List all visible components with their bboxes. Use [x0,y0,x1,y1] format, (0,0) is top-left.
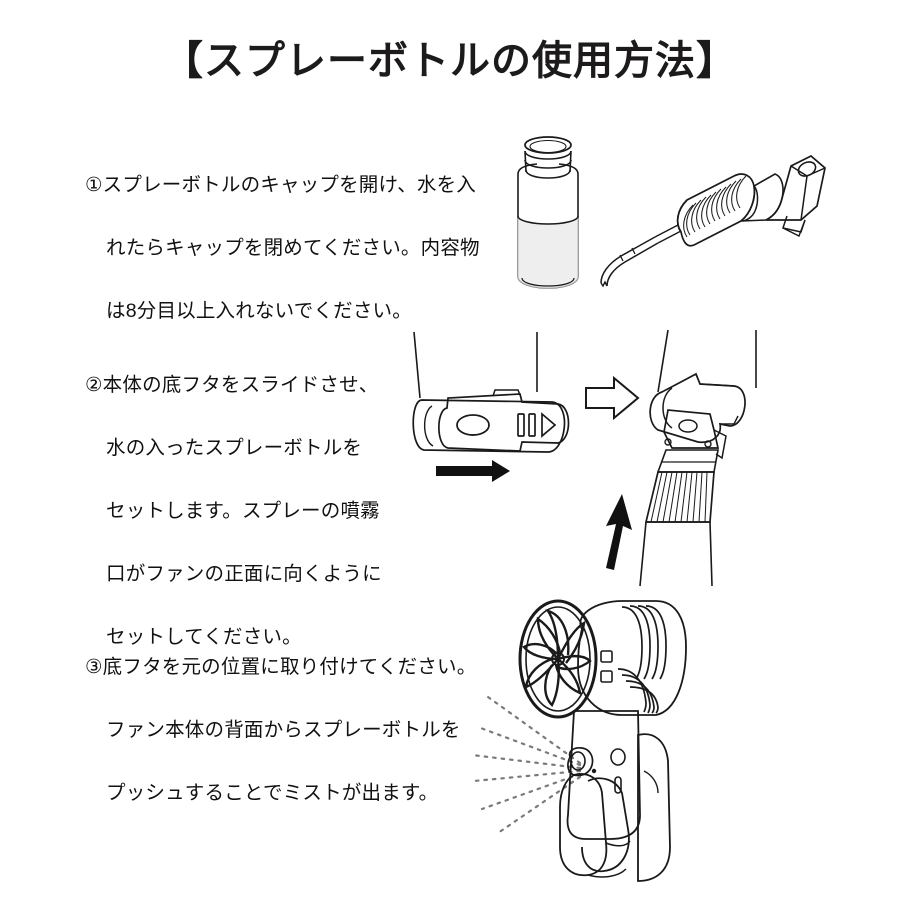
step-1-text: ①スプレーボトルのキャップを開け、水を入 れたらキャップを閉めてください。内容物… [85,138,485,359]
step-2-line-2: 水の入ったスプレーボトルを [106,436,363,459]
step-1: ①スプレーボトルのキャップを開け、水を入 れたらキャップを閉めてください。内容物… [85,138,485,359]
fan-head [518,599,687,719]
slide-direction-arrow [436,460,510,482]
step-3-line-3: プッシュすることでミストが出ます。 [106,781,439,804]
knurled-collar [676,173,756,247]
mist-spray-lines [470,695,582,835]
control-buttons [600,650,613,683]
insert-direction-arrow [606,494,632,570]
illustration-hand-holding-fan-with-mist [470,585,770,885]
water-fill [517,215,579,289]
insert-bottle-into-fan [639,329,757,587]
step-3-line-1: ③底フタを元の位置に取り付けてください。 [85,655,477,678]
fan-handle [566,710,641,840]
hand-gripping-handle [559,733,671,882]
step-2-text: ②本体の底フタをスライドさせ、 水の入ったスプレーボトルを セットします。スプレ… [85,338,415,685]
step-1-line-1: ①スプレーボトルのキャップを開け、水を入 [85,173,477,196]
illustration-slide-cap-and-insert [400,329,870,590]
step-1-line-3: は8分目以上入れないでください。 [106,299,412,322]
bottle-neck-threads [524,150,572,179]
transition-arrow [585,375,640,421]
bottom-sliding-cap [412,331,570,453]
fan-blades [522,608,592,708]
step-3-text: ③底フタを元の位置に取り付けてください。 ファン本体の背面からスプレーボトルを … [85,620,505,841]
spray-nozzle-head [765,154,826,237]
step-2-line-5: セットしてください。 [106,626,302,649]
step-2: ②本体の底フタをスライドさせ、 水の入ったスプレーボトルを セットします。スプレ… [85,338,415,685]
step-2-line-1: ②本体の底フタをスライドさせ、 [85,373,379,396]
step-2-line-3: セットします。スプレーの噴霧 [106,499,380,522]
spray-cap-assembly [600,154,826,288]
step-3-line-2: ファン本体の背面からスプレーボトルを [106,718,461,741]
step-3: ③底フタを元の位置に取り付けてください。 ファン本体の背面からスプレーボトルを … [85,620,505,841]
spray-bottle [517,136,579,289]
step-1-line-2: れたらキャップを閉めてください。内容物 [106,236,480,259]
page-title: 【スプレーボトルの使用方法】 [163,39,737,83]
step-2-line-4: 口がファンの正面に向くように [106,563,382,586]
dip-tube [600,224,682,288]
illustration-spray-bottle-and-cap [495,128,835,318]
